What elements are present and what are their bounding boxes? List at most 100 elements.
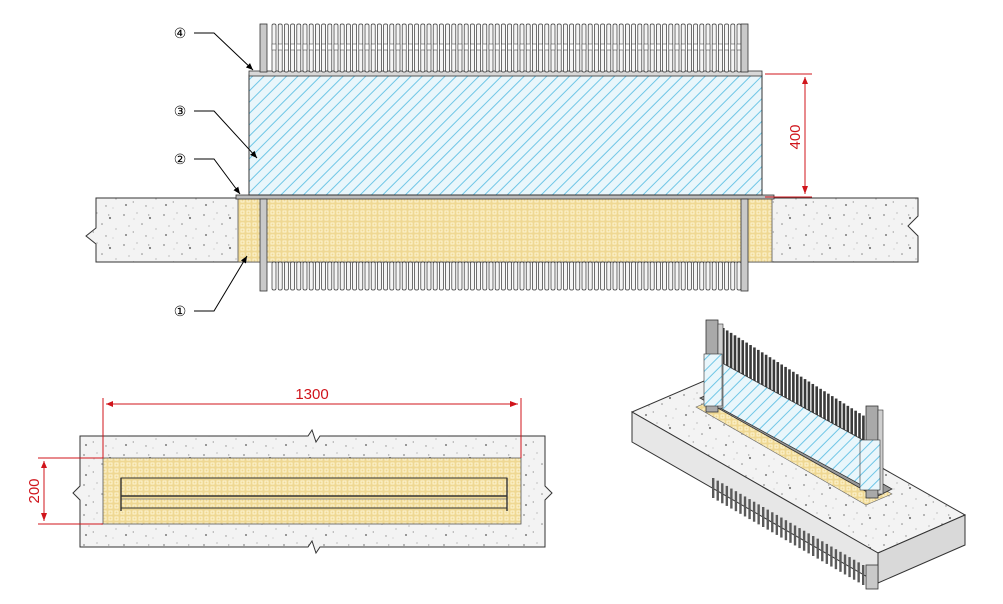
length-dimension-label: 1300	[295, 386, 328, 403]
iso-top-fin	[768, 357, 772, 414]
iso-top-fin	[729, 332, 733, 389]
bottom-fin	[420, 261, 426, 291]
bottom-fin	[457, 261, 463, 291]
top-fin-node	[426, 43, 432, 51]
bottom-fin	[339, 261, 345, 291]
bottom-fin	[308, 261, 314, 291]
iso-bottom-fin	[834, 549, 838, 570]
bottom-fin	[705, 261, 711, 291]
top-fin-node	[693, 43, 698, 51]
top-fin-node	[736, 43, 742, 51]
iso-bottom-fin	[748, 499, 751, 520]
width-dimension-label: 200	[26, 478, 43, 503]
bottom-fin	[662, 261, 667, 291]
bottom-fin	[612, 261, 618, 291]
top-fin-node	[364, 43, 370, 51]
iso-top-fin	[795, 374, 799, 431]
top-fin-node	[494, 43, 500, 51]
top-fin-node	[327, 43, 333, 51]
bottom-fin	[569, 261, 574, 291]
bottom-fin	[383, 261, 388, 291]
top-fin-node	[339, 43, 345, 51]
top-fin-node	[470, 43, 475, 51]
iso-bottom-fin	[734, 491, 738, 512]
iso-bottom-fins	[712, 478, 865, 585]
top-fin-node	[346, 43, 351, 51]
top-fin-node	[439, 43, 444, 51]
bottom-fin	[432, 261, 438, 291]
top-fin-node	[420, 43, 426, 51]
top-fin-node	[296, 43, 302, 51]
iso-bottom-fin	[766, 509, 769, 530]
top-fin-node	[333, 43, 339, 51]
iso-top-fin	[799, 376, 803, 433]
bottom-fin	[470, 261, 475, 291]
iso-bottom-fin	[852, 559, 856, 580]
bottom-fin	[277, 261, 283, 291]
bottom-fin	[711, 261, 717, 291]
end-post-left-top	[259, 23, 268, 73]
iso-bottom-fin	[830, 546, 833, 567]
bottom-fin	[364, 261, 370, 291]
bottom-fin	[426, 261, 432, 291]
bottom-fin	[736, 261, 742, 291]
callout-1-number: ①	[174, 303, 187, 319]
top-fin-node	[637, 43, 643, 51]
iso-bottom-fin	[821, 541, 824, 562]
bottom-fin	[445, 261, 450, 291]
iso-end-post-right	[859, 405, 884, 499]
iso-top-fin	[753, 347, 756, 404]
bottom-fin	[327, 261, 333, 291]
iso-top-fin	[741, 340, 745, 397]
top-fin-node	[724, 43, 729, 51]
top-fin-node	[277, 43, 283, 51]
bottom-fin	[544, 261, 550, 291]
iso-bottom-fin	[857, 562, 860, 583]
iso-top-fin	[772, 359, 776, 416]
bottom-fin	[358, 261, 364, 291]
bottom-fin	[643, 261, 649, 291]
top-fin-node	[432, 43, 438, 51]
iso-top-fin	[788, 369, 791, 426]
height-dimension-label: 400	[787, 124, 804, 149]
bottom-fin	[352, 261, 357, 291]
top-fin-node	[594, 43, 599, 51]
top-fin-node	[445, 43, 450, 51]
top-fin-node	[463, 43, 469, 51]
iso-end-post-left	[703, 319, 724, 413]
top-fin-node	[377, 43, 382, 51]
iso-top-fin	[737, 337, 741, 394]
top-fin-node	[606, 43, 612, 51]
iso-bottom-fin	[743, 496, 747, 517]
iso-top-fin	[792, 371, 795, 428]
iso-bottom-fin	[739, 493, 742, 514]
top-fin-node	[507, 43, 512, 51]
top-fin-node	[383, 43, 388, 51]
bottom-fin	[296, 261, 302, 291]
top-fin-node	[271, 43, 277, 51]
bottom-fin	[451, 261, 457, 291]
iso-bottom-fin	[752, 501, 756, 522]
callout-4-number: ④	[174, 25, 187, 41]
sealant-fill	[237, 197, 773, 263]
top-fin-node	[389, 43, 395, 51]
iso-bottom-fin	[780, 517, 783, 538]
top-fin-node	[625, 43, 630, 51]
top-fin-node	[563, 43, 568, 51]
top-fin-node	[476, 43, 481, 51]
bottom-fin	[680, 261, 686, 291]
height-dimension: 400	[765, 73, 812, 198]
bottom-fin	[395, 261, 401, 291]
bottom-fin	[618, 261, 624, 291]
top-fin-node	[408, 43, 413, 51]
top-fin-node	[643, 43, 649, 51]
bottom-fin	[724, 261, 729, 291]
top-fin-node	[482, 43, 488, 51]
top-fin-node	[711, 43, 717, 51]
top-fin-node	[674, 43, 680, 51]
top-fin-node	[649, 43, 655, 51]
top-fin-node	[284, 43, 289, 51]
bottom-fin	[284, 261, 289, 291]
top-fin-node	[457, 43, 463, 51]
